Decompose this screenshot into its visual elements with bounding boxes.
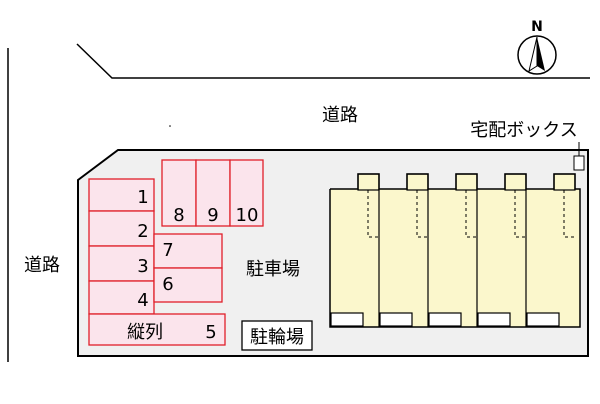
parking-space-1 xyxy=(88,178,155,212)
space-number-2: 2 xyxy=(137,221,148,242)
space-number-8: 8 xyxy=(173,205,184,226)
unit-2-entrance xyxy=(406,173,429,191)
space-number-7: 7 xyxy=(162,240,173,261)
building-body xyxy=(330,189,580,327)
space-number-10: 10 xyxy=(236,205,259,226)
delivery-box-label: 宅配ボックス xyxy=(470,120,577,141)
bicycle-parking-label: 駐輪場 xyxy=(250,327,304,348)
space-number-5: 5 xyxy=(205,322,216,343)
parking-space-7 xyxy=(153,233,223,269)
parking-space-10 xyxy=(229,159,264,227)
space-number-9: 9 xyxy=(207,205,218,226)
space-number-1: 1 xyxy=(137,187,148,208)
unit-3-balcony xyxy=(428,312,462,327)
space-number-4: 4 xyxy=(137,290,148,311)
unit-5-entrance xyxy=(553,173,576,191)
compass-north-label: N xyxy=(531,19,543,35)
parking-spaces xyxy=(88,159,264,346)
space-number-6: 6 xyxy=(162,274,173,295)
north-compass-icon: N xyxy=(517,19,557,75)
map-dot xyxy=(169,125,171,127)
unit-4-entrance xyxy=(504,173,527,191)
unit-1-entrance xyxy=(357,173,380,191)
parking-space-8 xyxy=(161,159,197,227)
delivery-box-marker xyxy=(573,155,585,171)
space-5-prefix: 縦列 xyxy=(127,322,163,343)
unit-2-balcony xyxy=(379,312,413,327)
parking-area-label: 駐車場 xyxy=(246,259,300,280)
top-road-edge xyxy=(76,43,590,79)
left-road-label: 道路 xyxy=(24,255,60,276)
bicycle-parking-box xyxy=(241,320,313,351)
unit-5-balcony xyxy=(526,312,560,327)
unit-4-balcony xyxy=(477,312,511,327)
space-number-3: 3 xyxy=(137,256,148,277)
building xyxy=(329,173,581,328)
parking-space-2 xyxy=(88,210,155,247)
parking-space-6 xyxy=(153,267,223,303)
unit-3-entrance xyxy=(455,173,478,191)
unit-1-balcony xyxy=(330,312,364,327)
parking-space-5 xyxy=(88,313,226,346)
parking-space-4 xyxy=(88,280,155,315)
top-road-label: 道路 xyxy=(322,105,358,126)
